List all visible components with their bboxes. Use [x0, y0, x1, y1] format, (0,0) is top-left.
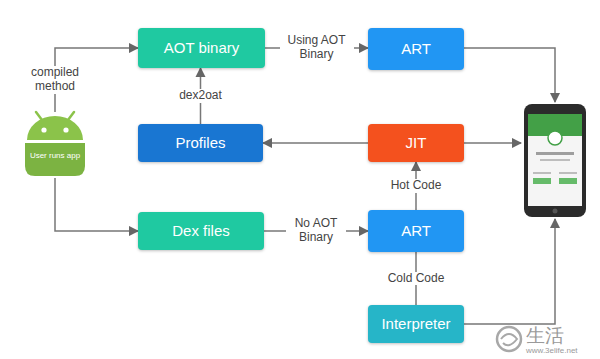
edge-label: No AOT Binary	[286, 217, 346, 245]
runtime-box: ART	[368, 210, 464, 252]
phone-illustration	[524, 104, 586, 217]
watermark-text: 生活	[526, 326, 564, 345]
node-label: ART	[401, 222, 431, 239]
code-box: AOT binary	[138, 28, 265, 68]
edge-label: Hot Code	[389, 179, 444, 193]
node-label: ART	[401, 40, 431, 57]
code-box: Dex files	[138, 212, 264, 250]
node-label: JIT	[406, 134, 427, 151]
node-label: User runs app	[26, 152, 84, 161]
runtime-box: ART	[368, 28, 464, 70]
wire-to-phone	[464, 219, 555, 324]
android-icon: User runs app	[22, 112, 88, 178]
watermark-logo	[497, 327, 521, 351]
node-label: Interpreter	[381, 315, 450, 332]
profile-box: Profiles	[138, 124, 263, 162]
flow-arrow	[55, 178, 138, 231]
interpreter-box: Interpreter	[368, 305, 464, 343]
watermark-url: www.3elife.net	[526, 347, 578, 355]
node-label: AOT binary	[164, 39, 240, 56]
edge-label: Using AOT Binary	[280, 34, 354, 62]
compiler-box: JIT	[368, 124, 464, 162]
flow-arrow	[263, 142, 368, 144]
node-label: Profiles	[175, 134, 225, 151]
node-label: Dex files	[172, 222, 230, 239]
wire-to-phone	[464, 142, 521, 144]
android-shape	[22, 112, 88, 178]
edge-label: compiled method	[25, 66, 85, 94]
edge-label: dex2oat	[177, 89, 224, 103]
edge-label: Cold Code	[386, 272, 447, 286]
wire-to-phone	[464, 48, 555, 102]
